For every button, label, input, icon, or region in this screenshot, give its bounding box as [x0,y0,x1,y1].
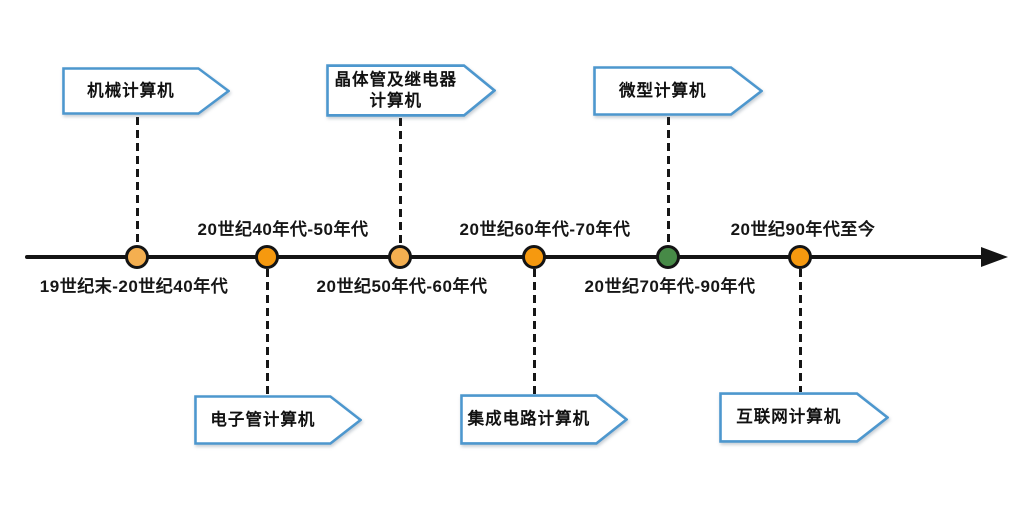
pennant-shape [62,67,230,115]
pennant-shape [194,395,362,445]
timeline-arrowhead-icon [981,247,1008,267]
banner-vacuum-tube-computer: 电子管计算机 [194,395,362,445]
dashed-connector [532,269,536,394]
timeline-dot [255,245,279,269]
pennant-shape [460,394,628,445]
dashed-connector [798,269,802,392]
period-label: 20世纪50年代-60年代 [316,277,488,296]
banner-label: 电子管计算机 [210,410,316,429]
dashed-connector [135,117,139,245]
pennant-shape [719,392,889,443]
period-label: 20世纪90年代至今 [730,220,876,239]
dashed-connector [666,117,670,245]
dashed-connector [398,118,402,245]
pennant-shape [593,66,763,116]
period-label: 20世纪60年代-70年代 [459,220,631,239]
banner-transistor-relay-computer: 晶体管及继电器 计算机 [326,64,496,117]
timeline-axis [25,255,983,259]
banner-label: 集成电路计算机 [467,410,591,429]
banner-internet-computer: 互联网计算机 [719,392,889,443]
banner-label: 互联网计算机 [736,408,842,427]
timeline-dot [656,245,680,269]
timeline-dot [125,245,149,269]
banner-mechanical-computer: 机械计算机 [62,67,230,115]
period-label: 19世纪末-20世纪40年代 [39,277,229,296]
dashed-connector [265,269,269,395]
period-label: 20世纪40年代-50年代 [197,220,369,239]
banner-label: 晶体管及继电器 计算机 [334,70,457,110]
banner-label: 机械计算机 [87,81,175,100]
pennant-shape [326,64,496,117]
banner-integrated-circuit-computer: 集成电路计算机 [460,394,628,445]
timeline-dot [788,245,812,269]
banner-micro-computer: 微型计算机 [593,66,763,116]
banner-label: 微型计算机 [618,81,707,100]
timeline-dot [388,245,412,269]
timeline-dot [522,245,546,269]
period-label: 20世纪70年代-90年代 [584,277,756,296]
